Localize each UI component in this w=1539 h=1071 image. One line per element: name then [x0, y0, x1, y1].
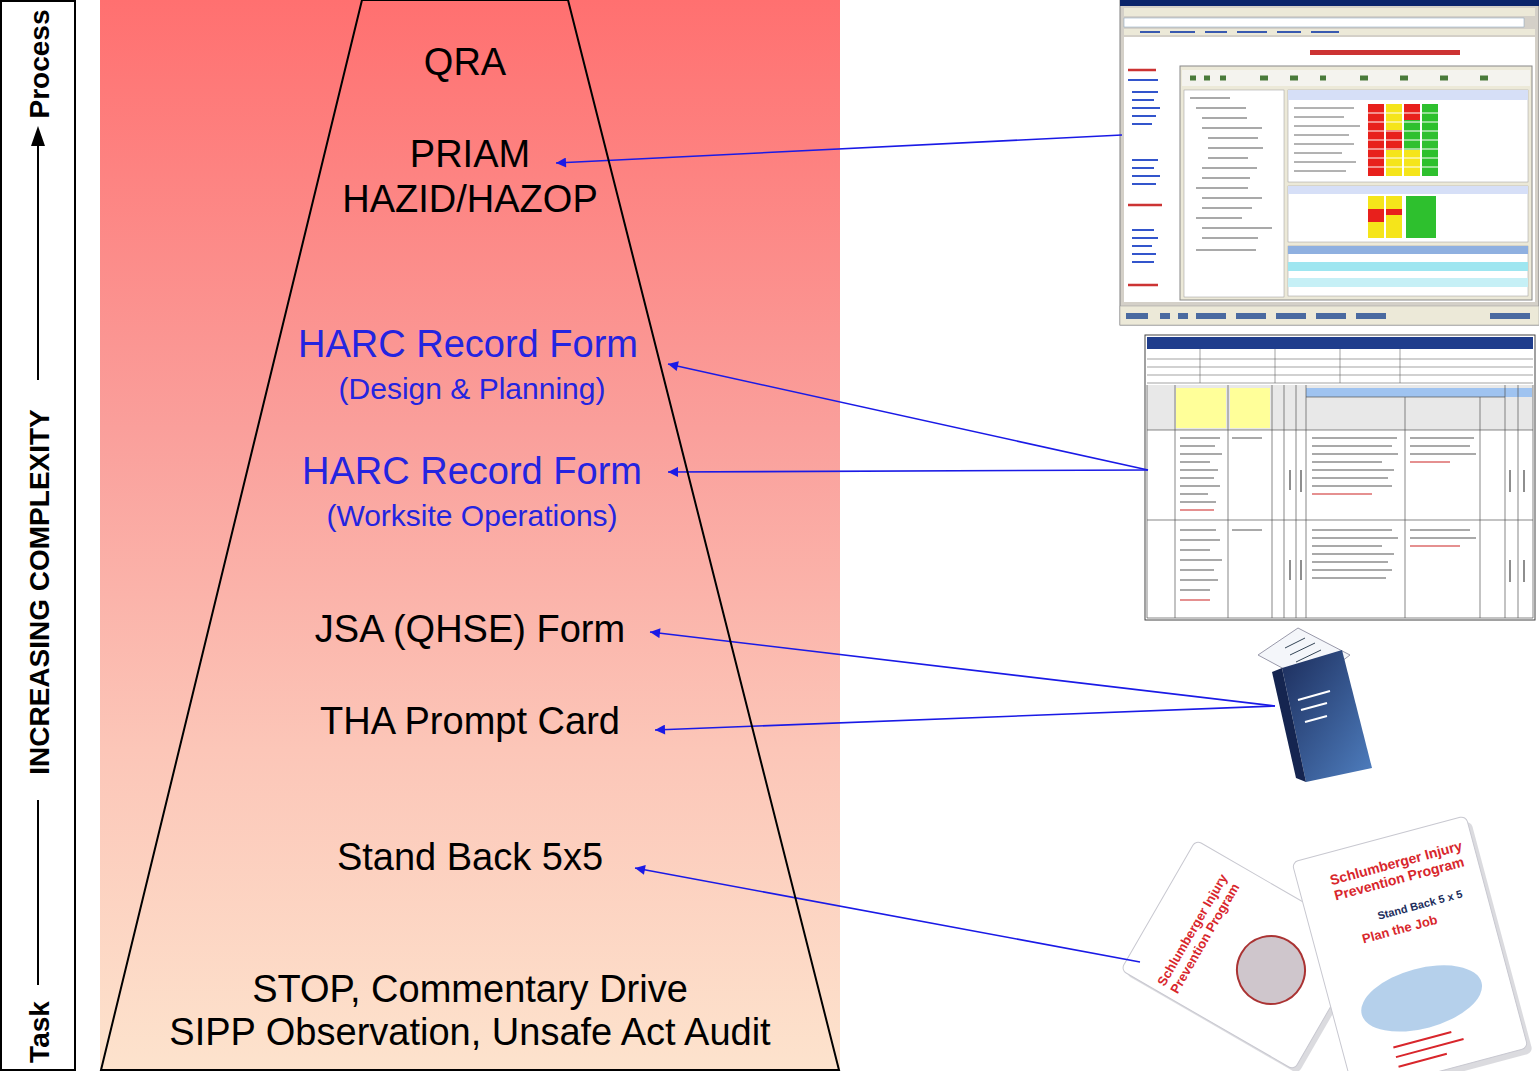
risk-cell-red — [1404, 104, 1420, 120]
risk-cell-yellow — [1386, 150, 1402, 176]
app-window — [1180, 66, 1532, 300]
card-subtitle: Stand Back 5 x 5 — [1376, 888, 1464, 923]
pointer-arrow — [668, 364, 1148, 470]
form-sheet — [1145, 335, 1535, 620]
axis-end-label: Task — [25, 1001, 56, 1063]
tree-pane — [1184, 90, 1284, 297]
grid-row-lines — [1290, 113, 1526, 167]
axis-line — [37, 800, 39, 985]
card-title: Schlumberger Injury Prevention Program — [1155, 864, 1249, 997]
header-cell-blue — [1306, 388, 1532, 397]
risk-cell-red — [1368, 209, 1384, 222]
axis-end-label: Process — [25, 10, 56, 119]
links-bar — [1124, 29, 1535, 35]
risk-cell-yellow — [1386, 104, 1402, 130]
form-body-grid — [1147, 385, 1533, 618]
brochure-cover-lines — [1298, 691, 1330, 722]
toolbar-links — [1140, 31, 1339, 33]
trapezoid-outline-svg — [100, 0, 840, 1071]
tool-name: THA Prompt Card — [320, 701, 620, 743]
tool-name: Stand Back 5x5 — [337, 837, 603, 879]
axis-arrowhead — [31, 126, 45, 146]
risk-cell-yellow — [1368, 196, 1384, 209]
tool-name: STOP, Commentary Drive — [252, 969, 688, 1011]
pointer-arrow — [650, 632, 1275, 706]
table-header — [1288, 246, 1528, 254]
brochure-spine — [1272, 668, 1306, 782]
page-area — [1124, 37, 1535, 302]
form-vertical-text — [1290, 470, 1524, 582]
window-title-bar — [1120, 0, 1539, 6]
table-row — [1288, 262, 1528, 271]
card-step: Plan the Job — [1361, 913, 1440, 947]
tool-subtitle: (Design & Planning) — [339, 372, 606, 405]
app-toolbar — [1182, 70, 1530, 86]
table-row — [1288, 278, 1528, 287]
nav-links — [1128, 80, 1160, 262]
card-emblem — [1225, 924, 1318, 1017]
card-hands-graphic — [1354, 953, 1489, 1043]
risk-cell-yellow — [1368, 222, 1384, 238]
risk-cell-yellow — [1404, 150, 1420, 176]
tool-name: PRIAM — [410, 134, 530, 176]
tool-name: SIPP Observation, Unsafe Act Audit — [169, 1012, 770, 1054]
pointer-arrow — [635, 868, 1140, 962]
action-table — [1288, 246, 1528, 296]
form-column-header — [1147, 385, 1533, 430]
tool-subtitle: (Worksite Operations) — [326, 499, 617, 532]
card-title: Schlumberger Injury Prevention Program — [1328, 836, 1472, 903]
risk-cell-yellow — [1386, 196, 1402, 238]
nav-headings — [1128, 70, 1162, 285]
form-red-text-lines — [1180, 462, 1460, 600]
pointer-arrow — [668, 470, 1148, 472]
grid-row-text — [1294, 108, 1360, 171]
pointer-arrow — [655, 706, 1275, 730]
grid-header — [1288, 90, 1528, 100]
complexity-trapezoid: QRA PRIAMHAZID/HAZOP HARC Record Form (Desi… — [100, 0, 840, 1071]
form-title-bar — [1147, 337, 1533, 349]
risk-grid — [1288, 186, 1528, 242]
tool-name: JSA (QHSE) Form — [315, 609, 625, 651]
menu-bar — [1124, 8, 1535, 16]
risk-cell-green — [1404, 120, 1420, 150]
toolbar-icons — [1190, 76, 1488, 81]
tree-items — [1190, 98, 1272, 250]
address-bar — [1124, 18, 1524, 27]
header-cell-yellow — [1176, 388, 1226, 428]
taskbar — [1120, 306, 1539, 325]
risk-cell-green — [1406, 196, 1436, 238]
complexity-band — [100, 0, 840, 1071]
pointer-arrow — [556, 135, 1122, 163]
trapezoid-outline — [101, 0, 839, 1070]
grid-header — [1288, 186, 1528, 194]
tool-name: HAZID/HAZOP — [342, 179, 597, 221]
risk-cell-red — [1386, 209, 1402, 215]
front-card — [1292, 816, 1528, 1071]
tool-name: HARC Record Form — [302, 451, 642, 493]
page-heading-bar — [1310, 50, 1460, 55]
axis-title: INCREASING COMPLEXITY — [25, 409, 56, 775]
form-text-lines — [1180, 438, 1476, 590]
tool-name: HARC Record Form — [298, 324, 638, 366]
header-cell-yellow — [1230, 388, 1270, 428]
browser-window — [1120, 0, 1539, 325]
axis-box: ProcessINCREASING COMPLEXITY Task — [0, 0, 76, 1071]
axis-line — [37, 142, 39, 380]
risk-grid — [1288, 90, 1528, 182]
card-bullet-lines — [1393, 1029, 1466, 1066]
form-info-grid — [1147, 349, 1533, 383]
taskbar-buttons — [1126, 313, 1530, 319]
tool-name: QRA — [424, 42, 506, 84]
